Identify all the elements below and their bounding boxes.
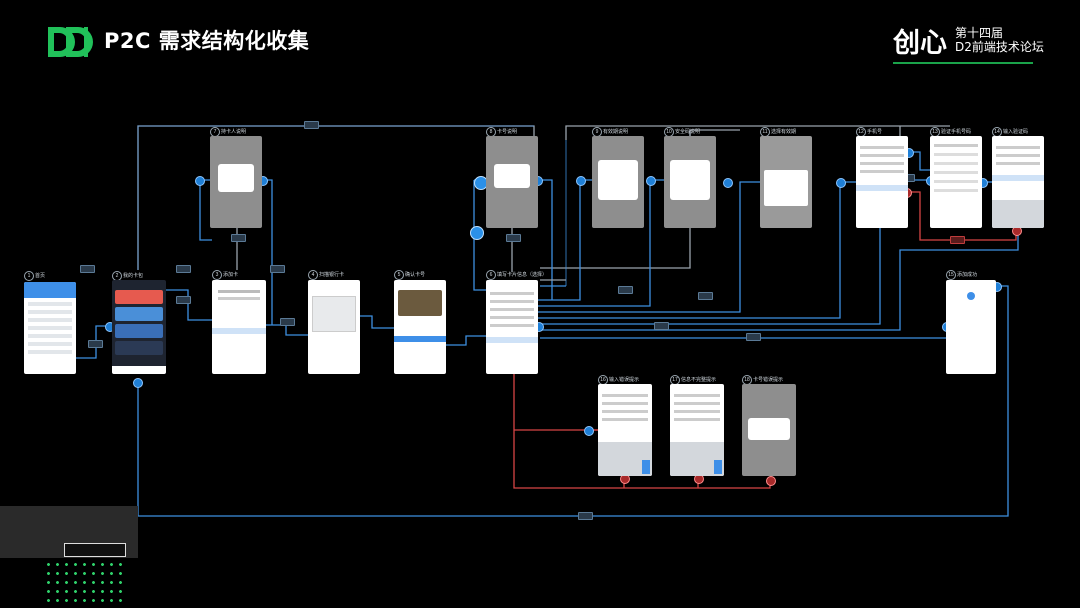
flow-node xyxy=(133,378,143,388)
flow-node xyxy=(723,178,733,188)
edge-tag xyxy=(578,512,593,520)
screen-input-error[interactable] xyxy=(598,384,652,476)
screen-confirm-card[interactable] xyxy=(394,280,446,374)
event-name: 第十四届 D2前端技术论坛 xyxy=(955,26,1044,54)
screen-number: 6 xyxy=(486,270,496,280)
error-edge-tag xyxy=(950,236,965,244)
edge-tag xyxy=(304,121,319,129)
decor-dot-grid xyxy=(44,560,122,608)
screen-home[interactable] xyxy=(24,282,76,374)
screen-label: 填写卡片信息（选择） xyxy=(497,272,548,278)
screen-label: 添加成功 xyxy=(957,272,978,278)
screen-card-number-error[interactable] xyxy=(742,384,796,476)
edge-tag xyxy=(270,265,285,273)
screen-label: 选择有效期 xyxy=(771,129,797,135)
screen-label: 安全码说明 xyxy=(675,129,701,135)
screen-enter-code[interactable] xyxy=(992,136,1044,228)
edge-tag xyxy=(231,234,246,242)
edge-tag xyxy=(176,265,191,273)
screen-label: 确认卡号 xyxy=(405,272,426,278)
screen-number: 1 xyxy=(24,271,34,281)
screen-label: 手机号 xyxy=(867,129,883,135)
screen-expiry-tip[interactable] xyxy=(592,136,644,228)
flow-node xyxy=(576,176,586,186)
edge-tag xyxy=(176,296,191,304)
screen-cvv-tip[interactable] xyxy=(664,136,716,228)
screen-card-wallet[interactable] xyxy=(112,280,166,374)
page-title: P2C 需求结构化收集 xyxy=(104,29,310,53)
screen-incomplete-info[interactable] xyxy=(670,384,724,476)
screen-expiry-picker[interactable] xyxy=(760,136,812,228)
edge-tag xyxy=(506,234,521,242)
screen-label: 首页 xyxy=(35,273,46,279)
event-edition: 第十四届 xyxy=(955,26,1004,40)
screen-cardholder-tip[interactable] xyxy=(210,136,262,228)
screen-number: 4 xyxy=(308,270,318,280)
error-node xyxy=(766,476,776,486)
flow-hub xyxy=(470,226,484,240)
screen-card-info-form[interactable] xyxy=(486,280,538,374)
screen-label: 持卡人说明 xyxy=(221,129,247,135)
screen-label: 输入验证码 xyxy=(1003,129,1029,135)
flow-node xyxy=(195,176,205,186)
flow-node xyxy=(646,176,656,186)
screen-label: 卡号说明 xyxy=(497,129,518,135)
edge-tag xyxy=(88,340,103,348)
screen-label: 扫描银行卡 xyxy=(319,272,345,278)
brand-underline xyxy=(893,62,1033,64)
screen-add-card[interactable] xyxy=(212,280,266,374)
edge-tag xyxy=(746,333,761,341)
screen-number: 15 xyxy=(946,270,956,280)
edge-tag xyxy=(280,318,295,326)
edge-tag xyxy=(80,265,95,273)
event-forum: D2前端技术论坛 xyxy=(955,40,1044,54)
screen-label: 添加卡 xyxy=(223,272,239,278)
decor-panel-bar xyxy=(64,543,126,557)
edge-tag xyxy=(698,292,713,300)
screen-label: 卡号错误提示 xyxy=(753,377,784,383)
screen-label: 验证手机号码 xyxy=(941,129,972,135)
screen-verify-phone[interactable] xyxy=(930,136,982,228)
svg-text:创心: 创心 xyxy=(893,28,947,59)
screen-label: 信息不完整提示 xyxy=(681,377,717,383)
brand-logo: 创心 xyxy=(893,28,947,59)
screen-number: 5 xyxy=(394,270,404,280)
screen-label: 我的卡包 xyxy=(123,273,144,279)
d2-logo xyxy=(48,27,93,57)
edge-tag xyxy=(618,286,633,294)
screen-label: 输入错误提示 xyxy=(609,377,640,383)
edge-tag xyxy=(654,322,669,330)
screen-label: 有效期说明 xyxy=(603,129,629,135)
screen-add-success[interactable] xyxy=(946,280,996,374)
flow-node xyxy=(836,178,846,188)
screen-scan-card[interactable] xyxy=(308,280,360,374)
screen-card-number-tip[interactable] xyxy=(486,136,538,228)
flow-node xyxy=(584,426,594,436)
screen-number: 3 xyxy=(212,270,222,280)
screen-phone[interactable] xyxy=(856,136,908,228)
